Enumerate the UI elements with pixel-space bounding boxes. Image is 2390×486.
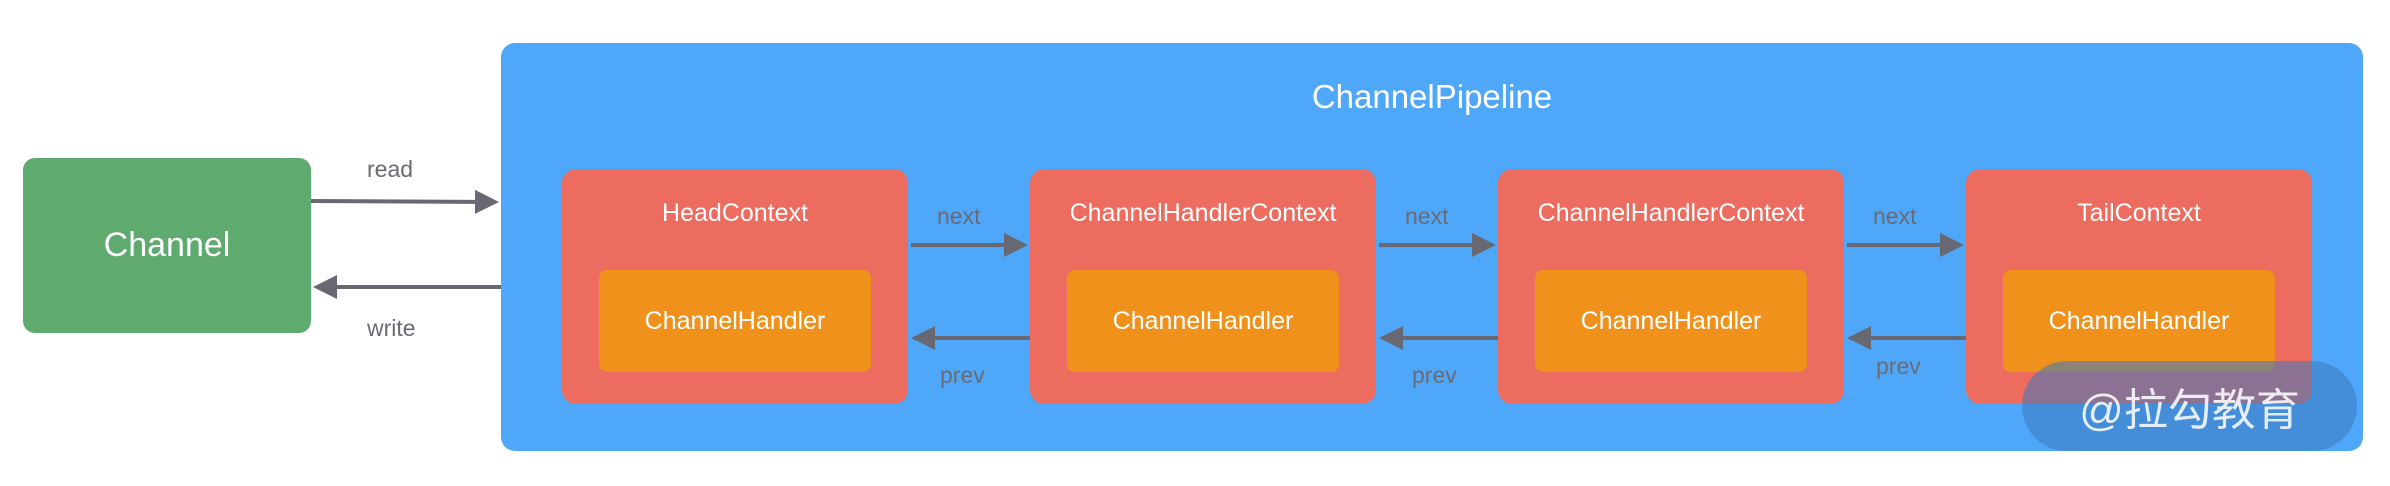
channel-handler: ChannelHandler xyxy=(599,270,871,372)
read-label: read xyxy=(367,156,414,182)
context-handler-1: ChannelHandlerContext ChannelHandler xyxy=(1030,169,1376,404)
prev-label: prev xyxy=(1412,362,1457,388)
channel-label: Channel xyxy=(103,226,231,264)
context-title: HeadContext xyxy=(662,199,808,227)
next-label: next xyxy=(1873,203,1917,229)
next-label: next xyxy=(937,203,981,229)
read-arrow xyxy=(310,189,499,214)
channel-pipeline: ChannelPipeline HeadContext ChannelHandl… xyxy=(501,43,2363,451)
channel-handler: ChannelHandler xyxy=(2003,270,2275,372)
next-label: next xyxy=(1405,203,1449,229)
channel-handler: ChannelHandler xyxy=(1535,270,1807,372)
write-label: write xyxy=(367,315,416,341)
prev-label: prev xyxy=(940,362,985,388)
channel-handler: ChannelHandler xyxy=(1067,270,1339,372)
watermark: @拉勾教育 xyxy=(2022,361,2357,451)
pipeline-title: ChannelPipeline xyxy=(1311,78,1553,115)
context-title: ChannelHandlerContext xyxy=(1069,199,1337,227)
channel-node: Channel xyxy=(23,158,311,333)
context-head: HeadContext ChannelHandler xyxy=(562,169,908,404)
context-title: ChannelHandlerContext xyxy=(1537,199,1805,227)
prev-label: prev xyxy=(1876,353,1921,379)
context-handler-2: ChannelHandlerContext ChannelHandler xyxy=(1498,169,1844,404)
context-title: TailContext xyxy=(2077,199,2201,227)
